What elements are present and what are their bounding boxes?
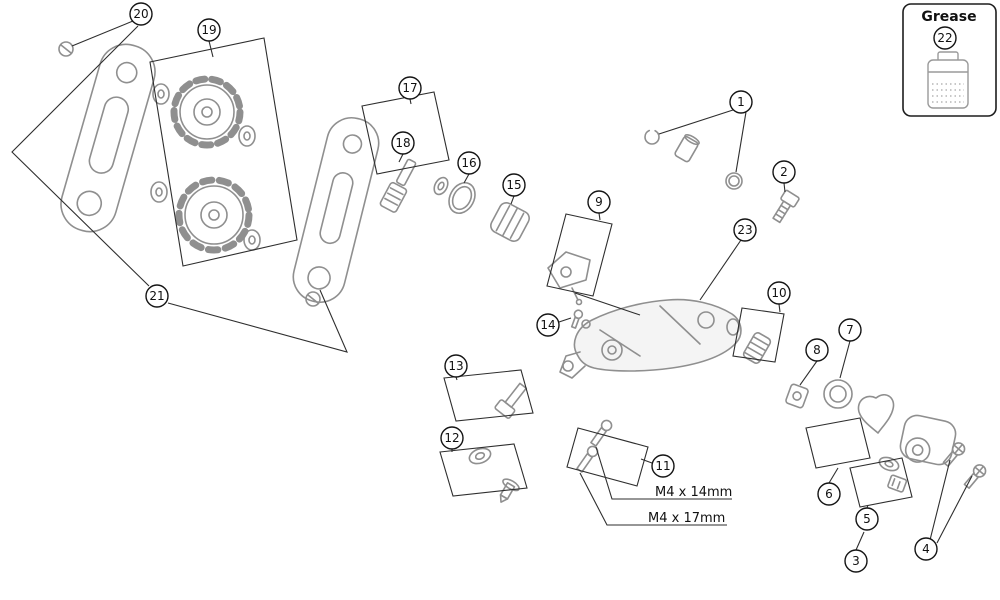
- cage-cap: [490, 202, 530, 242]
- size-labels: M4 x 14mm M4 x 17mm: [648, 485, 732, 526]
- callout-4: 4: [914, 537, 938, 561]
- gasket: [857, 393, 895, 434]
- callout-23: 23: [733, 218, 757, 242]
- svg-text:19: 19: [201, 23, 216, 37]
- callout-8: 8: [805, 338, 829, 362]
- svg-text:3: 3: [852, 554, 860, 568]
- cover-ring: [448, 181, 476, 215]
- plate-screw: [58, 41, 74, 57]
- svg-text:8: 8: [813, 343, 821, 357]
- guide-pulley: [152, 75, 256, 149]
- support-screw: [570, 309, 584, 329]
- callout-10: 10: [767, 281, 791, 305]
- callout-5: 5: [855, 507, 879, 531]
- callout-6: 6: [817, 482, 841, 506]
- spring-unit: [726, 318, 772, 364]
- svg-text:16: 16: [461, 156, 476, 170]
- grease-box: Grease: [902, 3, 997, 117]
- small-bracket: [785, 383, 809, 409]
- svg-text:21: 21: [149, 289, 164, 303]
- leader-lines: [11, 20, 973, 551]
- svg-text:10: 10: [771, 286, 786, 300]
- cage-fixing-bolt: [494, 382, 528, 419]
- small-washer: [433, 176, 449, 196]
- callout-18: 18: [391, 131, 415, 155]
- callout-14: 14: [536, 313, 560, 337]
- motor-unit: [899, 414, 957, 466]
- callout-22: 22: [933, 26, 957, 50]
- svg-text:2: 2: [780, 165, 788, 179]
- washer-plate: [468, 447, 492, 465]
- callout-12: 12: [440, 426, 464, 450]
- svg-text:7: 7: [846, 323, 854, 337]
- callout-9: 9: [587, 190, 611, 214]
- limit-bolts: [576, 419, 613, 473]
- motor-washer: [878, 456, 900, 472]
- cap-unit: [823, 379, 853, 409]
- callout-3: 3: [844, 549, 868, 573]
- callout-19: 19: [197, 18, 221, 42]
- svg-text:5: 5: [863, 512, 871, 526]
- tension-pulley: [150, 176, 261, 254]
- svg-text:15: 15: [506, 178, 521, 192]
- svg-text:1: 1: [737, 95, 745, 109]
- svg-text:11: 11: [655, 459, 670, 473]
- exploded-parts: [58, 41, 987, 503]
- stopper-pin: [379, 158, 417, 213]
- callout-1: 1: [729, 90, 753, 114]
- callout-11: 11: [651, 454, 675, 478]
- svg-text:13: 13: [448, 359, 463, 373]
- bracket-axle-parts: [644, 129, 743, 190]
- callout-17: 17: [398, 76, 422, 100]
- connector-cover: [887, 474, 908, 493]
- svg-text:17: 17: [402, 81, 417, 95]
- callout-15: 15: [502, 173, 526, 197]
- size-label: M4 x 14mm: [655, 485, 732, 500]
- switch-lever: [547, 251, 591, 306]
- callout-2: 2: [772, 160, 796, 184]
- callout-7: 7: [838, 318, 862, 342]
- svg-text:20: 20: [133, 7, 148, 21]
- grease-bottle-icon: [927, 51, 969, 109]
- svg-text:22: 22: [937, 31, 952, 45]
- callout-21: 21: [145, 284, 169, 308]
- inner-cage-plate: [292, 117, 380, 303]
- svg-text:14: 14: [540, 318, 555, 332]
- derailleur-body: [559, 298, 742, 379]
- fixing-screws: [942, 442, 987, 489]
- svg-text:23: 23: [737, 223, 752, 237]
- svg-text:12: 12: [444, 431, 459, 445]
- grease-title: Grease: [921, 9, 976, 25]
- outer-cage-plate: [60, 43, 156, 233]
- size-label: M4 x 17mm: [648, 511, 725, 526]
- callout-13: 13: [444, 354, 468, 378]
- cage-pivot-screw: [305, 291, 321, 307]
- callout-16: 16: [457, 151, 481, 175]
- svg-text:18: 18: [395, 136, 410, 150]
- svg-text:6: 6: [825, 487, 833, 501]
- callout-20: 20: [129, 2, 153, 26]
- axle-bolt: [772, 189, 800, 224]
- svg-text:4: 4: [922, 542, 930, 556]
- svg-text:9: 9: [595, 195, 603, 209]
